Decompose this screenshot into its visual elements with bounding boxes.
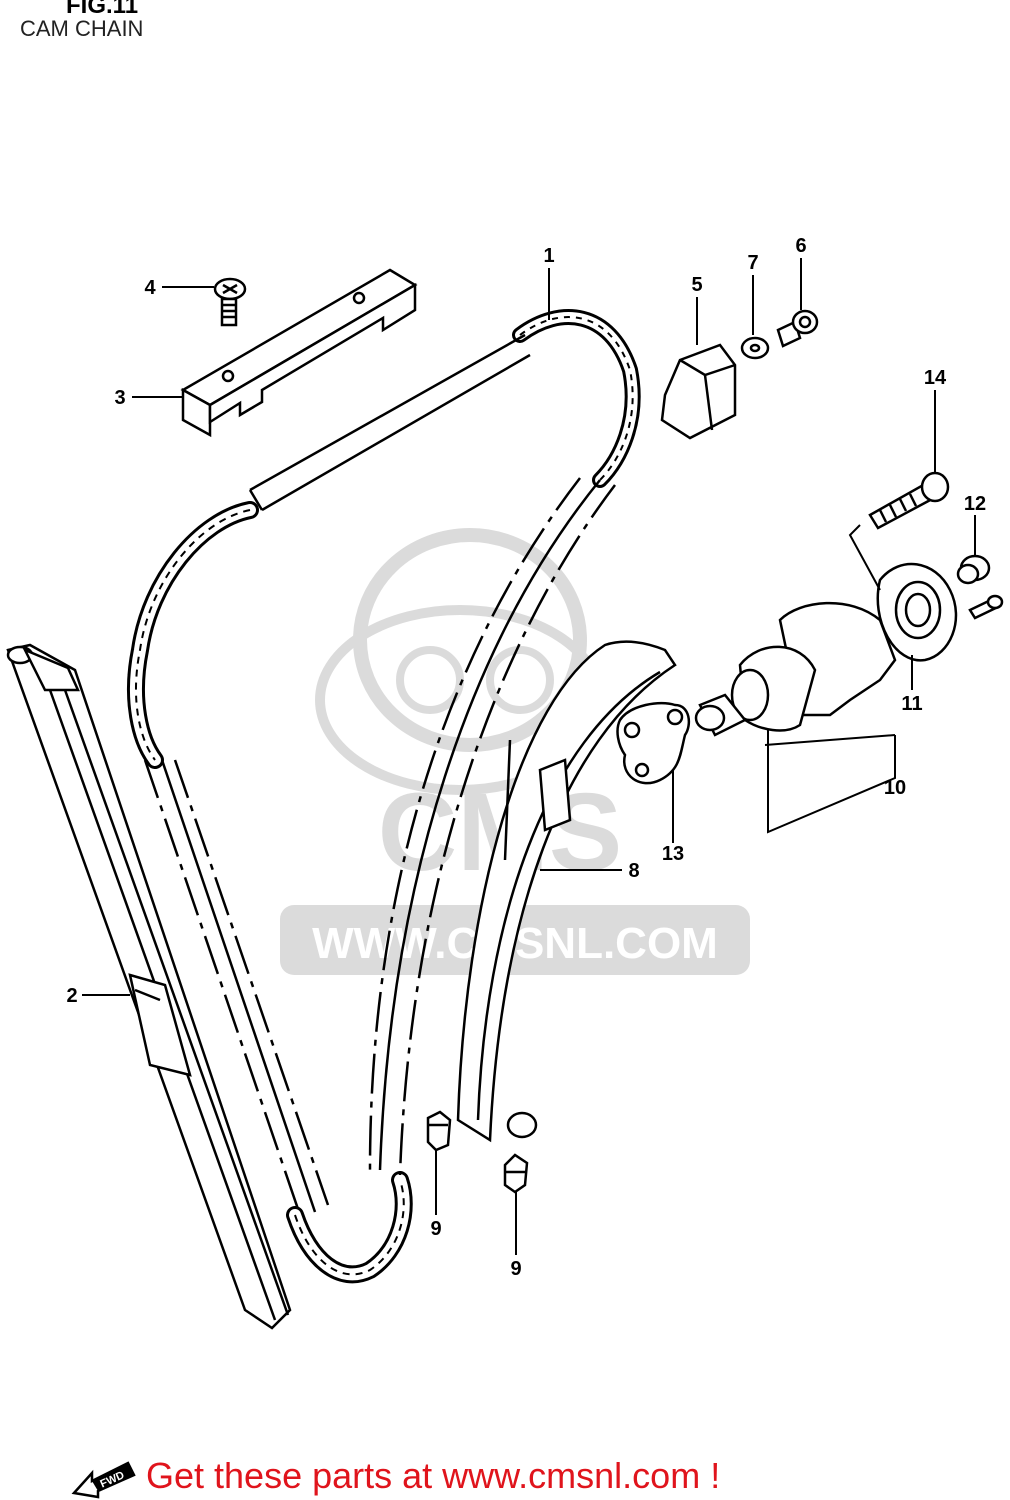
figure-title: FIG.11 [66,0,139,19]
part-9-damper-b [503,1153,529,1194]
part-9-damper-a [426,1110,452,1152]
callout-2: 2 [66,985,77,1007]
exploded-view-diagram: CMS WWW.CMSNL.COM [6,235,1004,1330]
part-8-tensioner-guide [456,640,677,1143]
callout-leaders [82,258,976,1255]
callout-12: 12 [964,493,986,515]
callout-labels: 1 2 3 4 5 6 7 8 9 9 10 11 12 13 14 [66,235,986,1280]
part-2-chain-guide-left [6,643,292,1330]
callout-4: 4 [144,277,156,299]
promo-banner: FWD Get these parts at www.cmsnl.com ! [70,1452,970,1500]
part-11-flange-gasket [876,562,1004,662]
callout-5: 5 [691,274,702,296]
callout-3: 3 [114,387,125,409]
part-4-screw [213,277,247,327]
part-12-plug [956,554,991,585]
callout-8: 8 [628,860,639,882]
part-3-chain-guide-top [180,268,418,438]
callout-7: 7 [747,252,758,274]
callout-11: 11 [901,693,922,715]
figure-subtitle: CAM CHAIN [20,16,144,41]
callout-9b: 9 [510,1258,521,1280]
fwd-arrow-icon: FWD [71,1461,136,1499]
part-13-gasket [616,701,691,785]
callout-1: 1 [543,245,554,267]
part-10-tensioner-assembly [694,601,897,737]
part-5-cap [660,343,737,440]
callout-9a: 9 [430,1218,441,1240]
callout-10: 10 [884,777,906,799]
callout-6: 6 [795,235,806,257]
callout-13: 13 [662,843,684,865]
part-6-bolt [776,309,819,348]
fwd-label: FWD [99,1469,127,1490]
part-1-cam-chain [126,309,641,1284]
part-14-bolt [868,471,950,530]
part-7-washer [740,336,770,360]
promo-link[interactable]: Get these parts at www.cmsnl.com ! [146,1455,721,1496]
callout-14: 14 [924,367,947,389]
